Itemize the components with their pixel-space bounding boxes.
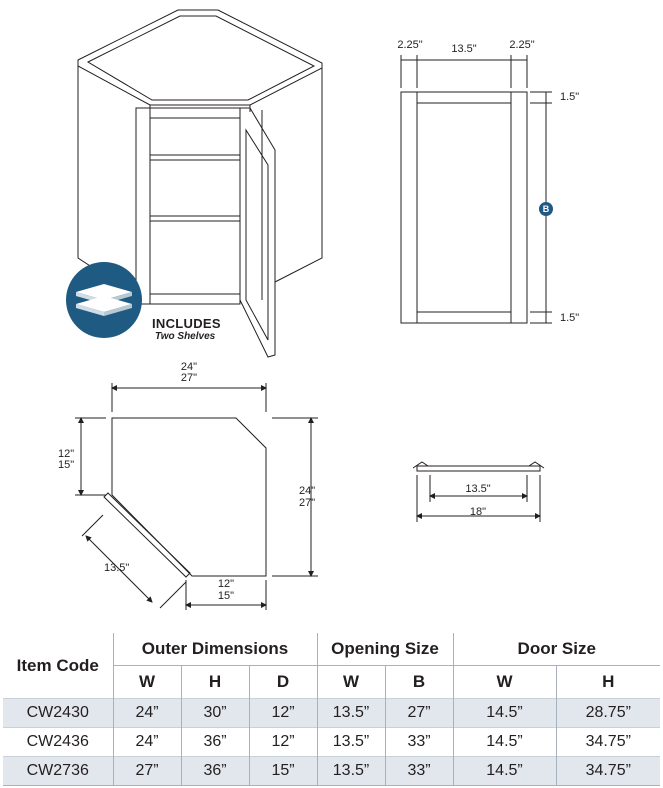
table-cell: 30” xyxy=(180,698,249,728)
table-cell: 33” xyxy=(384,727,453,757)
table-row: CW2736 27” 36” 15” 13.5” 33” 14.5” 34.75… xyxy=(3,756,660,786)
table-cell: 14.5” xyxy=(452,727,556,757)
table-cell: 13.5” xyxy=(316,698,385,728)
top-side-a-label: 12" xyxy=(58,448,75,460)
top-depth-a-label: 24" xyxy=(299,485,316,497)
table-cell: 27” xyxy=(384,698,453,728)
top-front-width-label: 13.5" xyxy=(104,562,130,574)
top-width-b-label: 27" xyxy=(180,372,198,384)
table-cell: 14.5” xyxy=(452,756,556,786)
top-view xyxy=(75,383,318,610)
header-item-code: Item Code xyxy=(16,656,99,675)
item-code-cell: CW2430 xyxy=(3,698,113,728)
shelf-depth-label: 18" xyxy=(469,506,487,518)
table-cell: 33” xyxy=(384,756,453,786)
subheader-door-h: H xyxy=(555,665,660,699)
table-cell: 28.75” xyxy=(555,698,660,728)
isometric-cabinet xyxy=(77,9,323,358)
header-door-size: Door Size xyxy=(452,633,660,666)
front-rail-top-label: 1.5" xyxy=(560,91,580,103)
top-depth-b-label: 27" xyxy=(299,497,316,509)
table-cell: 34.75” xyxy=(555,727,660,757)
front-view xyxy=(400,55,552,324)
table-cell: 34.75” xyxy=(555,756,660,786)
header-opening-size: Opening Size xyxy=(316,633,453,666)
top-bottom-a-label: 12" xyxy=(217,578,235,590)
table-cell: 12” xyxy=(248,727,317,757)
subheader-opening-w: W xyxy=(316,665,385,699)
table-cell: 13.5” xyxy=(316,727,385,757)
includes-subtitle: Two Shelves xyxy=(155,331,216,342)
shelves-badge xyxy=(66,262,142,338)
top-width-a-label: 24" xyxy=(180,361,198,373)
table-row: CW2430 24” 30” 12” 13.5” 27” 14.5” 28.75… xyxy=(3,698,660,728)
front-stile-right-label: 2.25" xyxy=(509,39,535,51)
includes-title: INCLUDES xyxy=(152,316,221,331)
height-b-marker: B xyxy=(539,202,553,216)
top-bottom-b-label: 15" xyxy=(217,590,235,602)
table-cell: 36” xyxy=(180,756,249,786)
shelf-view xyxy=(412,461,545,522)
front-opening-label: 13.5" xyxy=(451,43,477,55)
front-rail-bottom-label: 1.5" xyxy=(560,312,580,324)
subheader-opening-b: B xyxy=(384,665,453,699)
item-code-cell: CW2436 xyxy=(3,727,113,757)
shelf-opening-label: 13.5" xyxy=(465,483,491,495)
shelves-icon xyxy=(76,284,132,316)
table-cell: 27” xyxy=(112,756,181,786)
subheader-outer-h: H xyxy=(180,665,249,699)
top-side-b-label: 15" xyxy=(58,459,75,471)
subheader-outer-d: D xyxy=(248,665,317,699)
dimensions-table: Item Code Outer Dimensions Opening Size … xyxy=(3,633,660,786)
table-cell: 24” xyxy=(112,727,181,757)
table-cell: 15” xyxy=(248,756,317,786)
subheader-outer-w: W xyxy=(112,665,181,699)
table-row: CW2436 24” 36” 12” 13.5” 33” 14.5” 34.75… xyxy=(3,727,660,757)
table-cell: 24” xyxy=(112,698,181,728)
item-code-cell: CW2736 xyxy=(3,756,113,786)
front-stile-left-label: 2.25" xyxy=(397,39,423,51)
table-cell: 14.5” xyxy=(452,698,556,728)
cabinet-drawings xyxy=(75,9,552,610)
table-cell: 36” xyxy=(180,727,249,757)
table-cell: 12” xyxy=(248,698,317,728)
subheader-door-w: W xyxy=(452,665,556,699)
header-outer-dimensions: Outer Dimensions xyxy=(112,633,317,666)
table-cell: 13.5” xyxy=(316,756,385,786)
